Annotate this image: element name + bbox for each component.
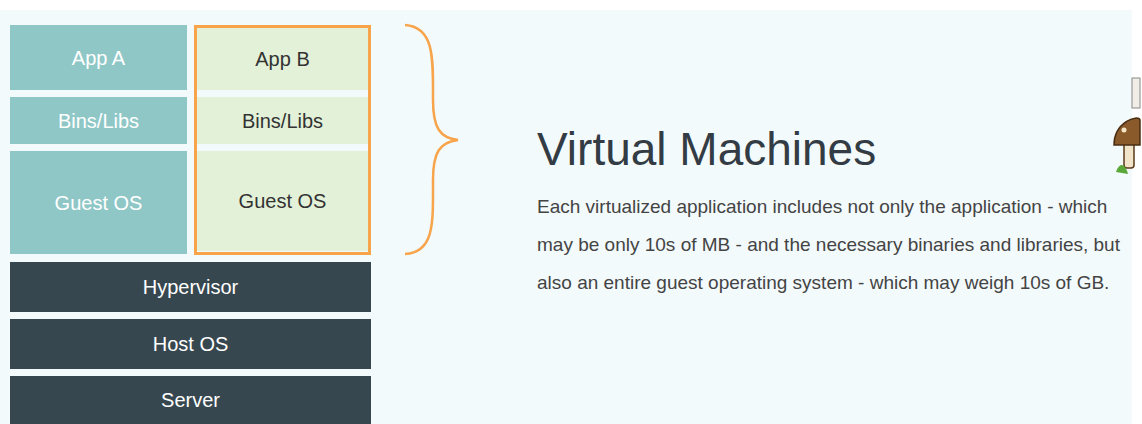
box-label: Guest OS — [233, 189, 333, 213]
box-label: Server — [155, 388, 226, 412]
curly-brace — [405, 25, 458, 254]
host-os-bar: Host OS — [10, 319, 371, 369]
guest-os-box: Guest OS — [10, 151, 187, 254]
libs-box: Bins/Libs — [10, 97, 187, 144]
hypervisor-bar: Hypervisor — [10, 262, 371, 312]
title: Virtual Machines — [537, 122, 876, 177]
app-box: App B — [197, 28, 368, 90]
box-label: Guest OS — [49, 191, 149, 215]
box-label: Bins/Libs — [236, 109, 329, 133]
guest-os-box: Guest OS — [197, 151, 368, 251]
highlight-outline — [196, 27, 370, 254]
libs-box: Bins/Libs — [197, 97, 368, 144]
box-label: Bins/Libs — [52, 109, 145, 133]
box-label: Hypervisor — [137, 275, 245, 299]
app-box: App A — [10, 25, 187, 90]
caption-text: Each virtualized application includes no… — [537, 188, 1135, 302]
box-label: App B — [249, 47, 315, 71]
mushroom-icon — [1114, 78, 1140, 174]
box-label: Host OS — [147, 332, 235, 356]
server-bar: Server — [10, 376, 371, 424]
box-label: App A — [66, 46, 131, 70]
